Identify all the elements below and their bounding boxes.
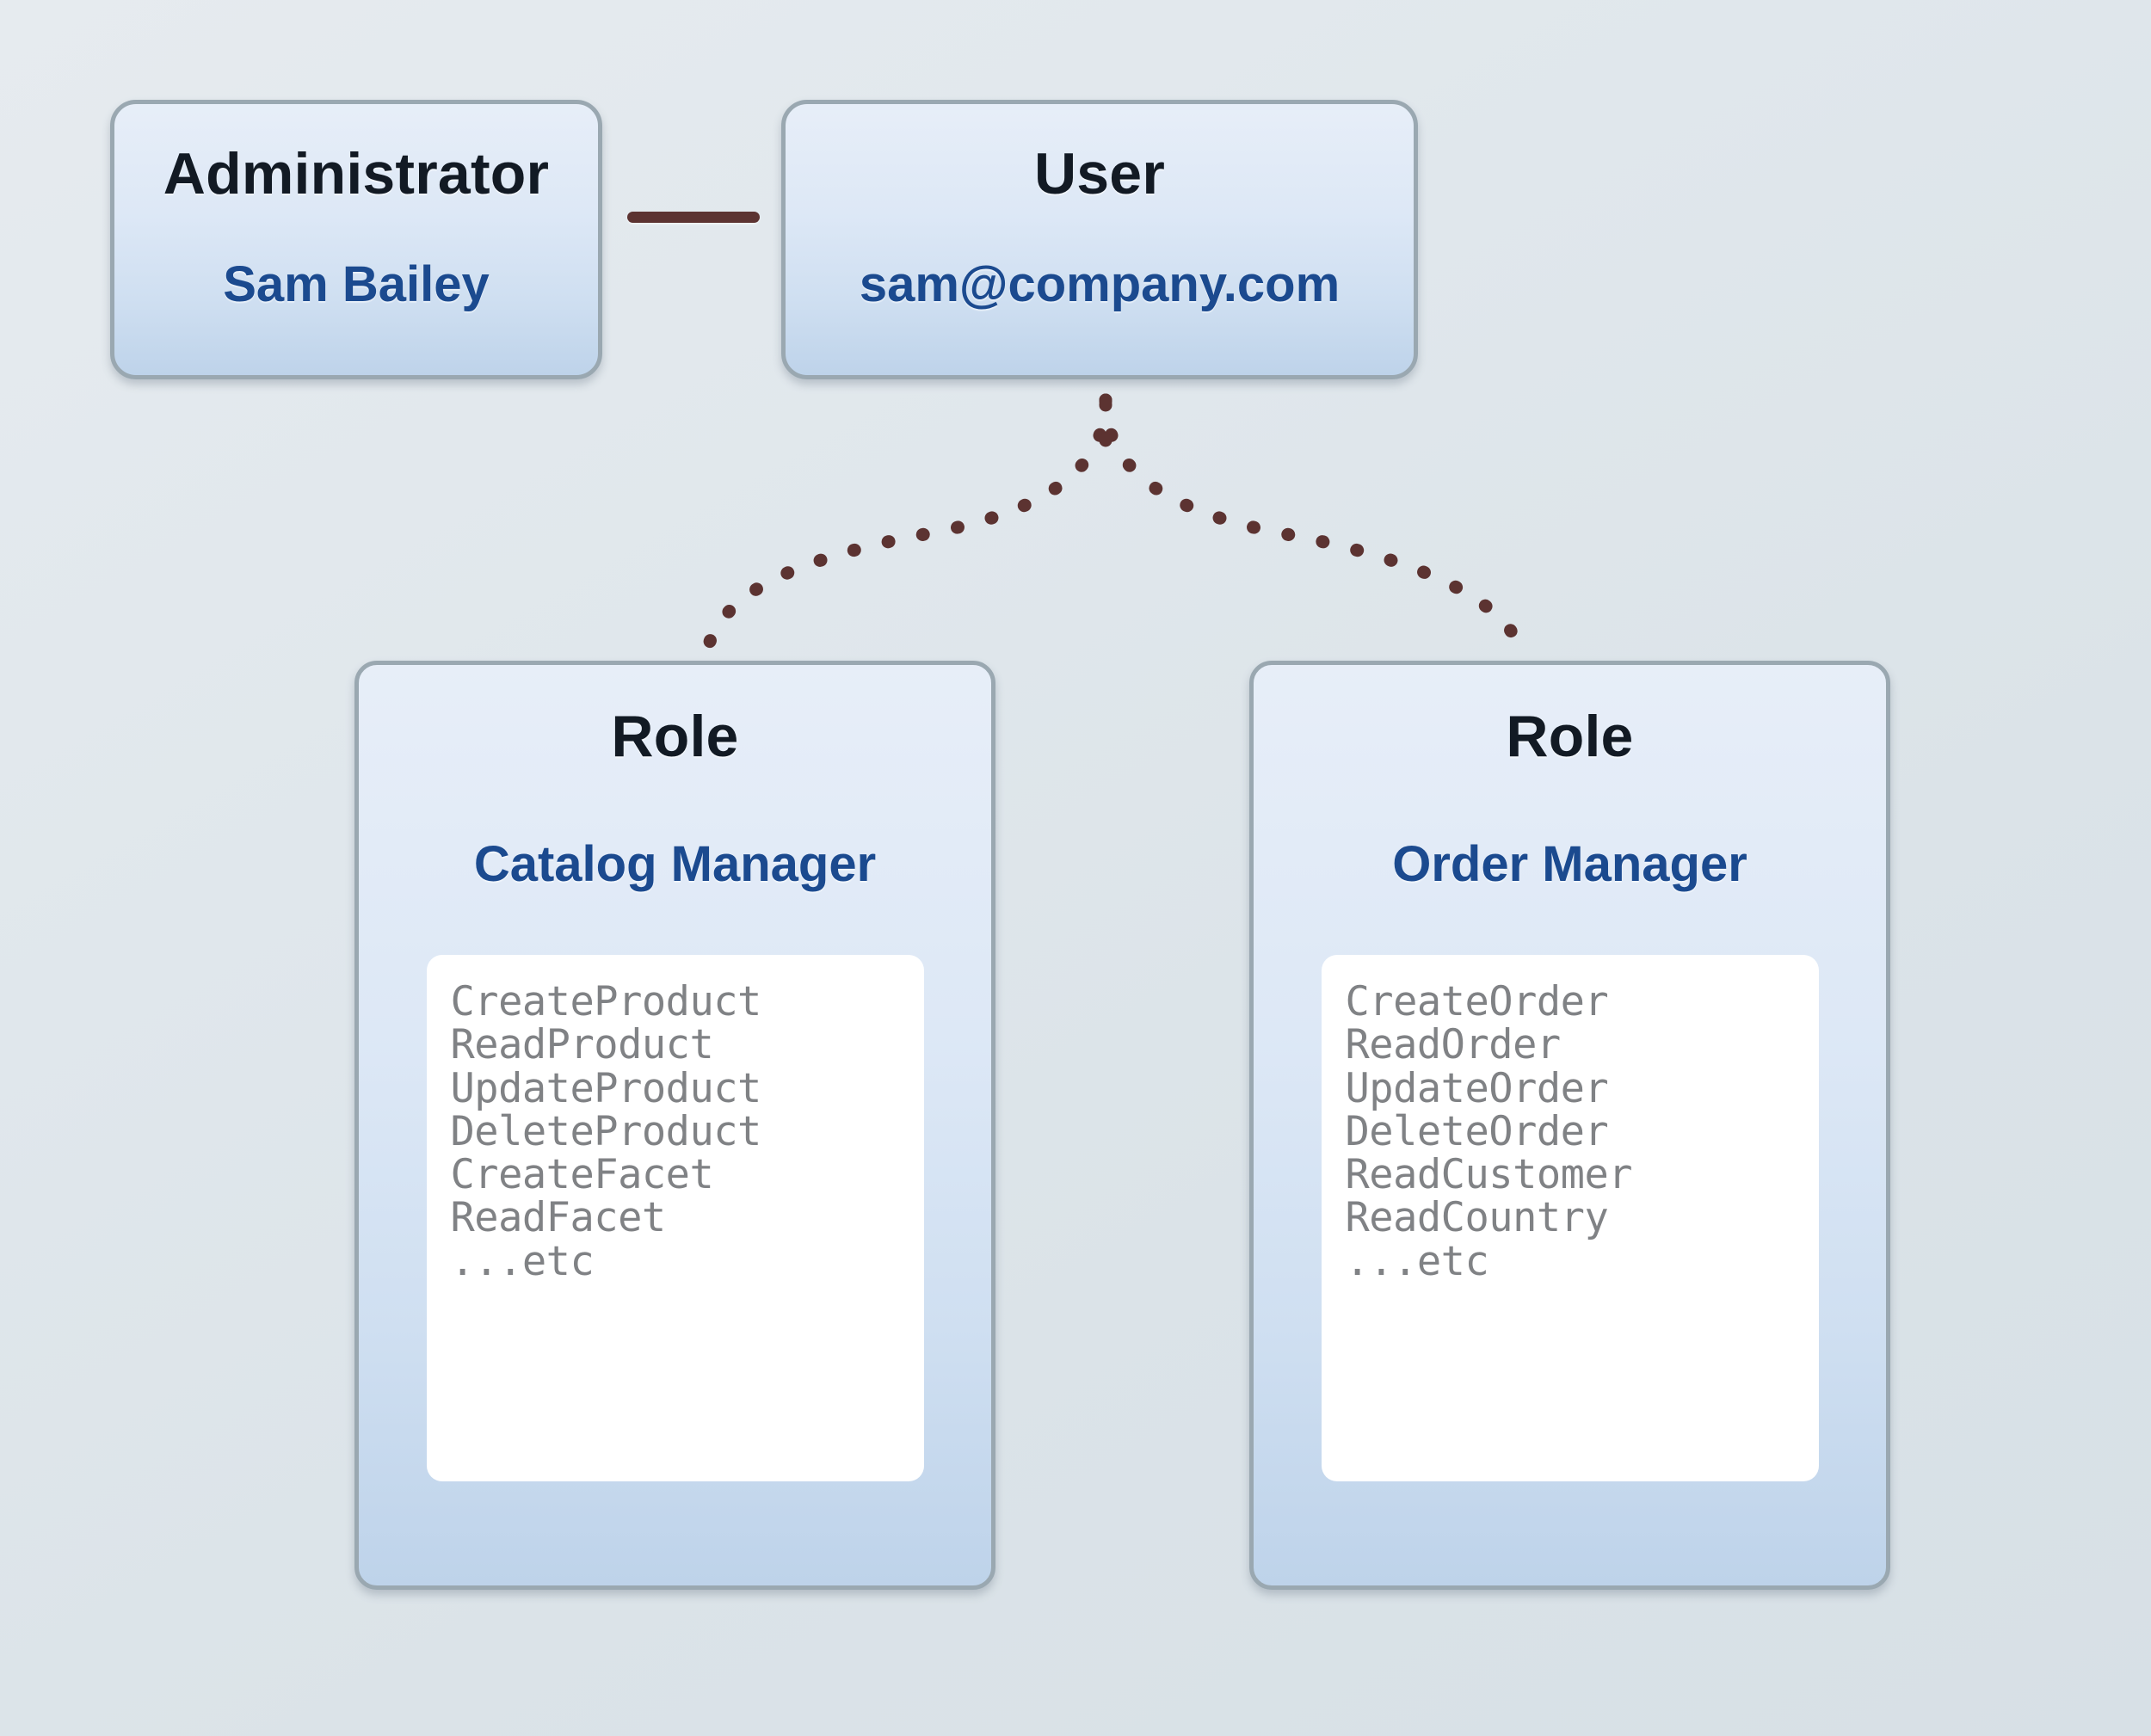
node-role-order-manager[interactable]: Role Order Manager CreateOrder ReadOrder…	[1249, 661, 1890, 1590]
role-type-label: Role	[1506, 704, 1634, 769]
permission-item: ReadProduct	[450, 1021, 714, 1069]
connector-administrator-to-user	[627, 212, 760, 223]
permission-item: DeleteOrder	[1345, 1107, 1609, 1155]
permission-item: ReadOrder	[1345, 1021, 1562, 1069]
permission-item: ...etc	[1345, 1237, 1489, 1285]
permission-item: CreateFacet	[450, 1151, 714, 1199]
node-user[interactable]: User sam@company.com	[781, 100, 1418, 379]
connector-user-to-order-manager	[1099, 393, 1530, 659]
permission-item: ReadCountry	[1345, 1194, 1609, 1242]
role-type-label: Role	[611, 704, 739, 769]
node-administrator[interactable]: Administrator Sam Bailey	[110, 100, 602, 379]
administrator-name: Sam Bailey	[223, 256, 490, 312]
permission-item: CreateOrder	[1345, 978, 1609, 1025]
permission-item: UpdateProduct	[450, 1064, 762, 1112]
connector-user-to-catalog-manager	[700, 393, 1112, 656]
permission-item: DeleteProduct	[450, 1107, 762, 1155]
permission-panel: CreateProduct ReadProduct UpdateProduct …	[426, 955, 924, 1481]
permission-item: UpdateOrder	[1345, 1064, 1609, 1112]
permission-item: ReadCustomer	[1345, 1151, 1633, 1199]
user-email: sam@company.com	[859, 256, 1341, 312]
node-role-catalog-manager[interactable]: Role Catalog Manager CreateProduct ReadP…	[354, 661, 995, 1590]
role-name: Order Manager	[1392, 836, 1747, 892]
permission-panel: CreateOrder ReadOrder UpdateOrder Delete…	[1321, 955, 1819, 1481]
permission-item: ...etc	[450, 1237, 595, 1285]
permission-item: CreateProduct	[450, 978, 762, 1025]
user-type-label: User	[1033, 141, 1165, 206]
permission-item: ReadFacet	[450, 1194, 667, 1242]
role-name: Catalog Manager	[473, 836, 877, 892]
administrator-type-label: Administrator	[163, 141, 550, 206]
